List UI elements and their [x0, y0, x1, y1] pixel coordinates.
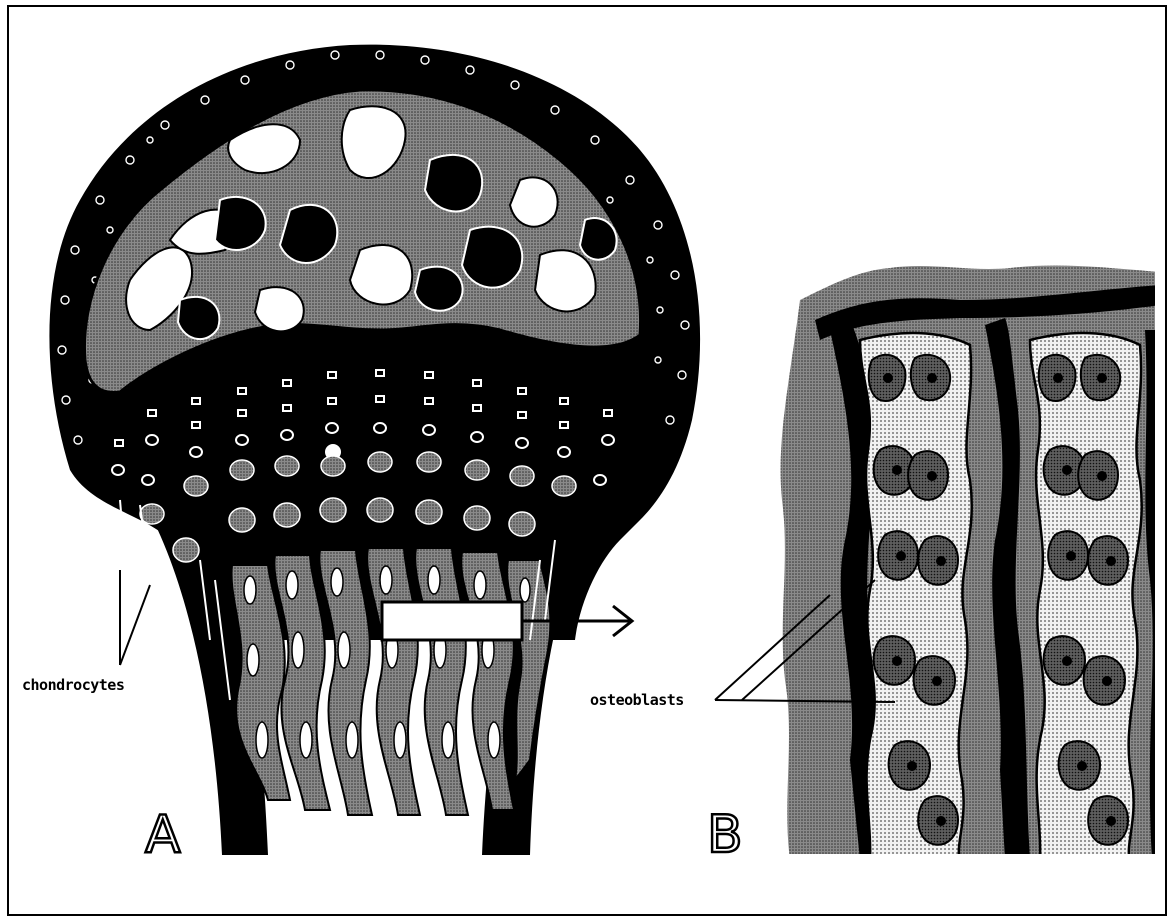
panel-b-letter: B [707, 805, 743, 865]
chondrocytes-label: chondrocytes [22, 676, 124, 694]
osteoblasts-label: osteoblasts [590, 691, 684, 709]
detail-box [382, 602, 522, 640]
panel-a-letter: A [145, 805, 181, 865]
